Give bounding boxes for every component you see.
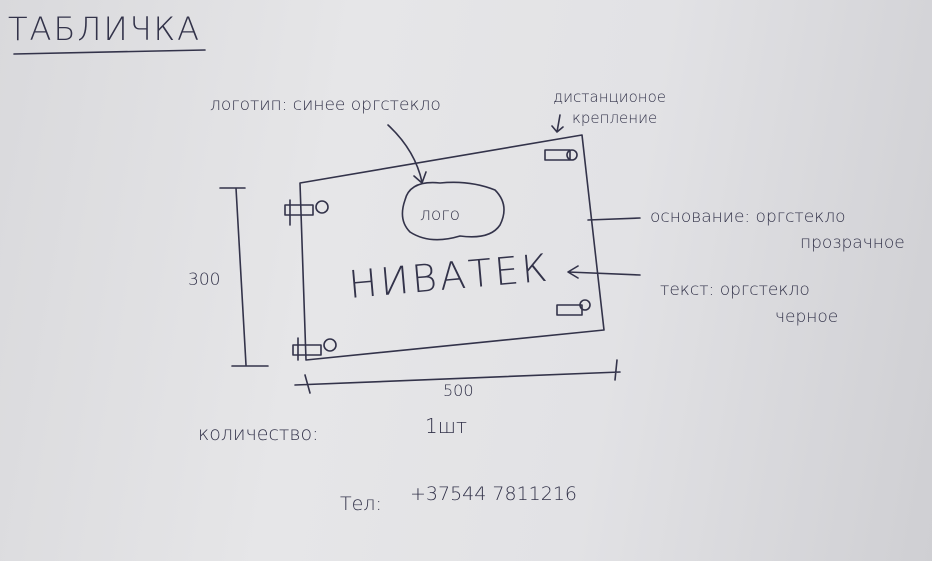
- width-dimension-line: [294, 359, 621, 394]
- sign-company-name: НИВАТЕК: [347, 246, 552, 307]
- title-underline: [13, 49, 206, 55]
- logo-arrow-icon: [387, 124, 427, 184]
- logo-material-label: логотип: синее оргстекло: [210, 95, 441, 115]
- title: ТАБЛИЧКА: [8, 10, 201, 48]
- phone-number: +37544 7811216: [410, 483, 577, 505]
- standoff-mount-icons: [284, 149, 591, 361]
- height-dimension-line: [219, 187, 269, 367]
- base-pointer-line: [587, 217, 641, 221]
- text-label-line2: черное: [775, 307, 838, 327]
- mount-arrow-icon: [551, 114, 564, 133]
- base-label-line2: прозрачное: [800, 233, 905, 253]
- mount-label-line2: крепление: [572, 109, 657, 127]
- quantity-label: количество:: [198, 423, 319, 445]
- base-label-line1: основание: оргстекло: [650, 207, 846, 227]
- mount-label-line1: дистанционое: [553, 88, 666, 106]
- quantity-value: 1шт: [425, 414, 467, 438]
- height-dimension: 300: [188, 270, 220, 290]
- width-dimension: 500: [443, 381, 474, 400]
- text-label-line1: текст: оргстекло: [660, 280, 810, 300]
- sign-logo-text: лого: [420, 205, 460, 225]
- sign-outline: [299, 134, 605, 361]
- phone-label: Тел:: [340, 493, 382, 515]
- text-pointer-arrow-icon: [567, 265, 641, 279]
- logo-shape: [401, 181, 505, 241]
